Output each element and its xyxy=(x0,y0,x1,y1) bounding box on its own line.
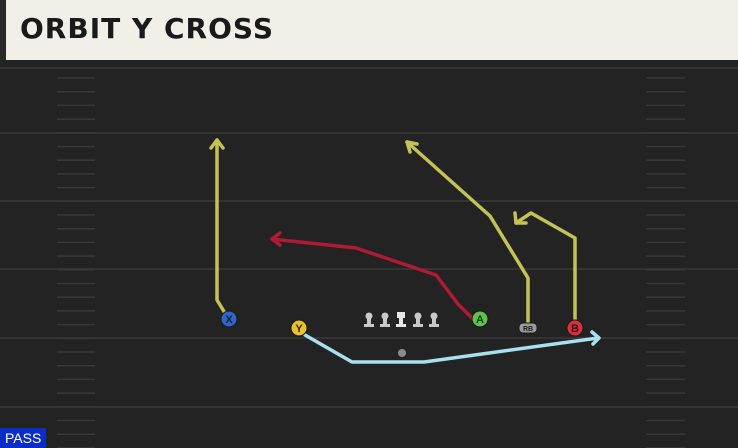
lineman-icon xyxy=(364,312,374,327)
route-x-arrowhead xyxy=(209,138,225,150)
yard-lines xyxy=(0,67,738,408)
hash-marks-left xyxy=(57,77,95,448)
hash-marks-right xyxy=(646,77,685,448)
player-label: A xyxy=(476,314,484,326)
offensive-line xyxy=(364,312,439,327)
route-b-arrowhead xyxy=(513,211,528,225)
route-a-arrowhead xyxy=(270,231,282,247)
play-type-badge: PASS xyxy=(0,428,47,448)
player-label: RB xyxy=(523,326,533,333)
player-b: B xyxy=(566,319,584,337)
route-rb-arrowhead xyxy=(405,140,419,154)
route-y-arrowhead xyxy=(590,330,601,346)
center-icon xyxy=(396,312,406,327)
player-a: A xyxy=(471,310,489,328)
lineman-icon xyxy=(429,312,439,327)
route-y xyxy=(303,333,600,364)
play-diagram: X Y A RB B xyxy=(0,67,738,448)
lineman-icon xyxy=(380,312,390,327)
player-label: Y xyxy=(295,323,303,335)
route-b xyxy=(514,211,577,324)
route-a xyxy=(270,237,476,322)
lineman-icon xyxy=(413,312,423,327)
play-title: ORBIT Y CROSS xyxy=(20,12,274,45)
player-x: X xyxy=(220,310,238,328)
route-x xyxy=(215,138,230,320)
play-field: X Y A RB B xyxy=(0,60,738,448)
player-y: Y xyxy=(290,319,308,337)
quarterback-dot xyxy=(398,349,406,357)
player-label: X xyxy=(225,314,233,326)
player-rb: RB xyxy=(518,322,538,334)
route-rb xyxy=(405,140,530,324)
play-title-bar: ORBIT Y CROSS xyxy=(0,0,738,60)
player-label: B xyxy=(571,323,579,335)
title-accent xyxy=(0,0,6,60)
